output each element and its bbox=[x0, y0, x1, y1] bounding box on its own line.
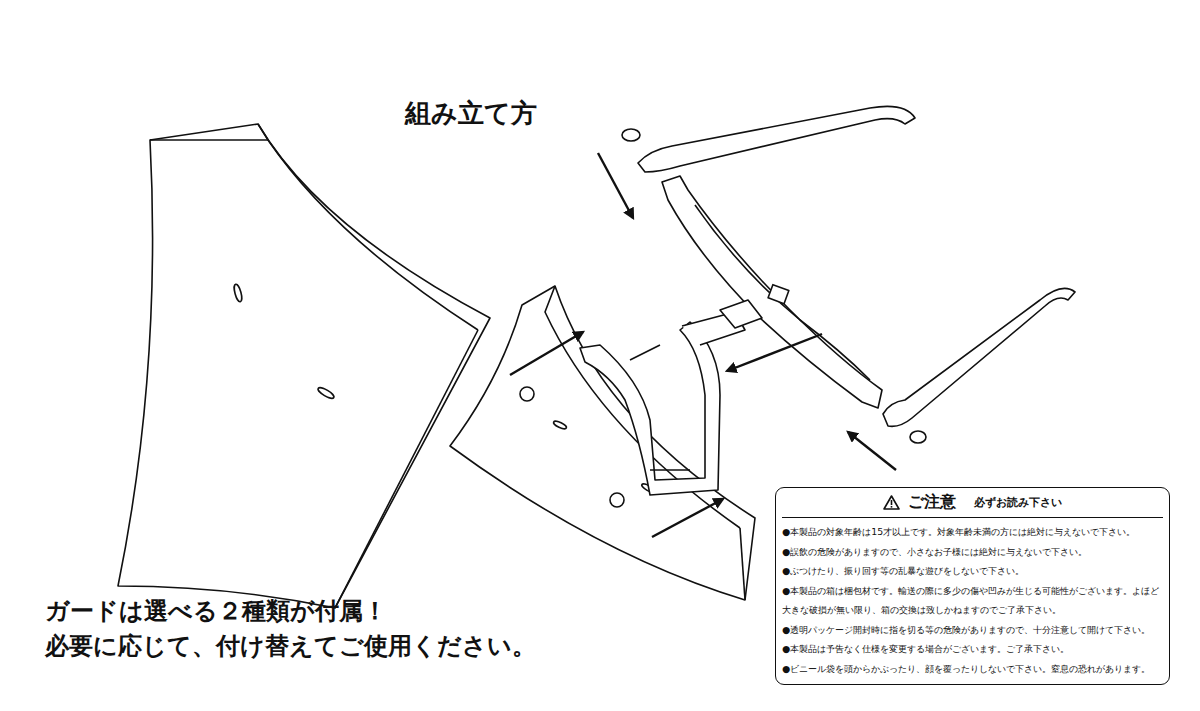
caution-subheading: 必ずお読み下さい bbox=[974, 495, 1062, 510]
caution-box: ご注意 必ずお読み下さい ●本製品の対象年齢は15才以上です。対象年齢未満の方には絶… bbox=[775, 487, 1170, 685]
caution-item: ●ぶつけたり、振り回す等の乱暴な遊びをしないで下さい。 bbox=[782, 561, 1163, 581]
caution-heading: ご注意 bbox=[908, 492, 956, 513]
note-text: ガードは選べる２種類が付属！ bbox=[45, 595, 387, 627]
caution-item: ●誤飲の危険がありますので、小さなお子様には絶対に与えないで下さい。 bbox=[782, 542, 1163, 562]
note-text: 必要に応じて、付け替えてご使用ください。 bbox=[45, 630, 536, 662]
caution-item: ●透明パッケージ開封時に指を切る等の危険がありますので、十分注意して開けて下さい… bbox=[782, 620, 1163, 640]
glasses-temple bbox=[883, 288, 1075, 426]
caution-item: ●ビニール袋を頭からかぶったり、顔を覆ったりしないで下さい。窒息の恐れがあります… bbox=[782, 659, 1163, 679]
guard-sheet bbox=[118, 124, 490, 608]
glasses-temple bbox=[638, 106, 915, 172]
warning-symbol bbox=[883, 495, 900, 510]
caution-heading-row: ご注意 必ずお読み下さい bbox=[782, 492, 1163, 518]
glasses-frame bbox=[662, 176, 882, 408]
caution-item: ●本製品の箱は梱包材です。輸送の際に多少の傷や凹みが生じる可能性がございます。よ… bbox=[782, 581, 1163, 620]
caution-item: ●本製品の対象年齢は15才以上です。対象年齢未満の方には絶対に与えないで下さい。 bbox=[782, 522, 1163, 542]
holder-bracket bbox=[580, 322, 720, 495]
diagram-title: 組み立て方 bbox=[405, 96, 537, 131]
guard-sheet bbox=[450, 286, 755, 600]
caution-item: ●本製品は予告なく仕様を変更する場合がございます。ご了承下さい。 bbox=[782, 639, 1163, 659]
